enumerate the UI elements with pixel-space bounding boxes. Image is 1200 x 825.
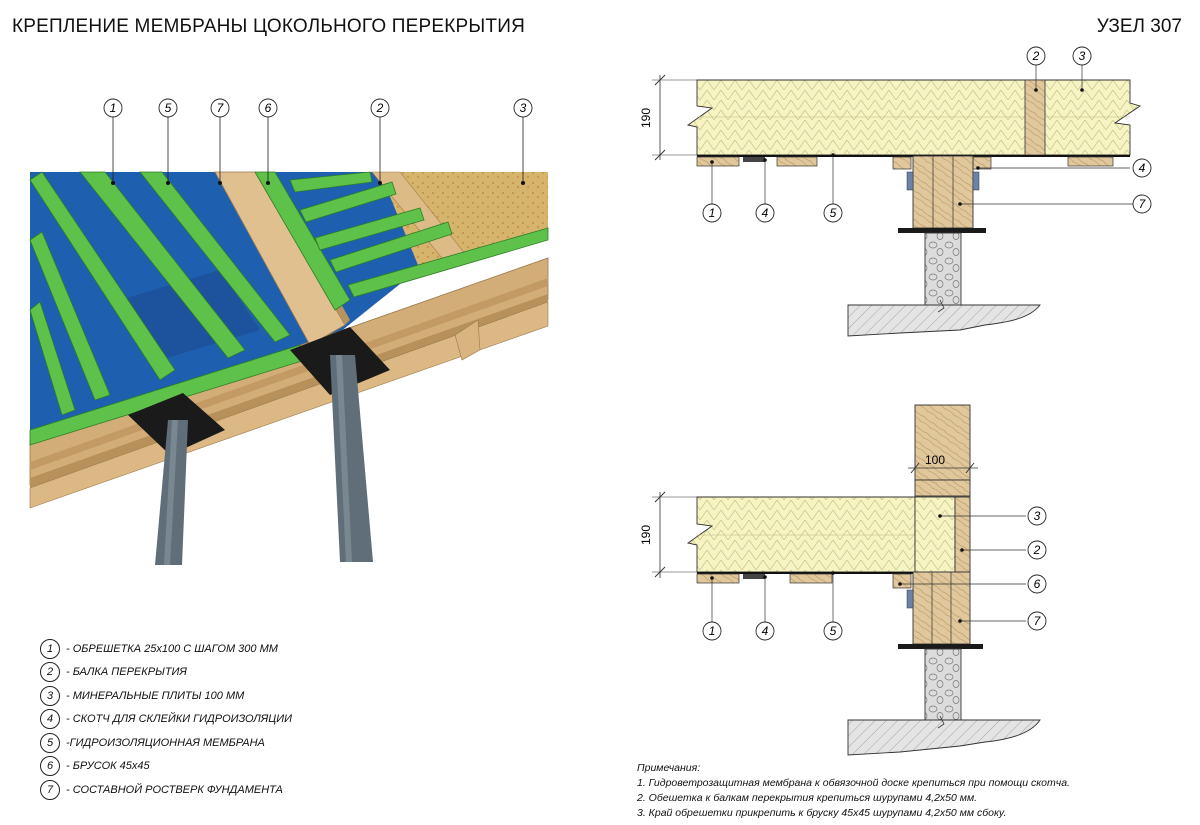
legend-item: 4 - СКОТЧ ДЛЯ СКЛЕЙКИ ГИДРОИЗОЛЯЦИИ xyxy=(40,708,400,732)
legend-item: 6 - БРУСОК 45x45 xyxy=(40,755,400,779)
legend-text: - СКОТЧ ДЛЯ СКЛЕЙКИ ГИДРОИЗОЛЯЦИИ xyxy=(66,713,293,726)
bottom-dimension-190: 190 xyxy=(639,525,653,545)
ground xyxy=(847,304,1041,337)
top-callout-3: 3 xyxy=(1079,49,1086,63)
iso-callout-circles xyxy=(103,98,533,118)
note-item: 3. Край обрешетки прикрепить к бруску 45… xyxy=(637,807,1007,819)
concrete-pile xyxy=(924,232,962,306)
top-callout-4b: 4 xyxy=(762,206,769,220)
iso-callouts xyxy=(112,117,524,183)
screw-piles xyxy=(155,355,373,565)
top-callout-5: 5 xyxy=(830,206,837,220)
iso-callout-5: 5 xyxy=(165,101,172,115)
legend-text: - БАЛКА ПЕРЕКРЫТИЯ xyxy=(66,666,187,679)
legend-number: 7 xyxy=(40,779,60,800)
iso-callout-7: 7 xyxy=(217,101,225,115)
legend-item: 5 -ГИДРОИЗОЛЯЦИОННАЯ МЕМБРАНА xyxy=(40,731,400,755)
legend: 1 - ОБРЕШЕТКА 25x100 С ШАГОМ 300 ММ 2 - Б… xyxy=(40,637,400,802)
legend-number: 6 xyxy=(40,756,60,777)
iso-callout-1: 1 xyxy=(110,101,117,115)
notes-header: Примечания: xyxy=(637,762,701,774)
bottom-callout-2: 2 xyxy=(1033,543,1041,557)
legend-number: 1 xyxy=(40,638,60,659)
legend-number: 4 xyxy=(40,709,60,730)
legend-item: 2 - БАЛКА ПЕРЕКРЫТИЯ xyxy=(40,661,400,685)
section-bottom: 190 100 3 2 6 7 1 4 xyxy=(639,404,1047,756)
bottom-callout-7: 7 xyxy=(1034,614,1042,628)
grillage-section-bottom xyxy=(912,571,971,645)
legend-number: 3 xyxy=(40,685,60,706)
top-callout-2: 2 xyxy=(1032,49,1040,63)
bottom-callout-4: 4 xyxy=(762,624,769,638)
legend-item: 3 - МИНЕРАЛЬНЫЕ ПЛИТЫ 100 ММ xyxy=(40,684,400,708)
legend-text: -ГИДРОИЗОЛЯЦИОННАЯ МЕМБРАНА xyxy=(66,736,265,749)
note-item: 2. Обешетка к балкам перекрытия крепитьс… xyxy=(637,792,978,804)
legend-text: - ОБРЕШЕТКА 25x100 С ШАГОМ 300 ММ xyxy=(66,642,278,655)
legend-text: - МИНЕРАЛЬНЫЕ ПЛИТЫ 100 ММ xyxy=(66,689,245,702)
iso-callout-3: 3 xyxy=(520,101,527,115)
bottom-callout-5: 5 xyxy=(830,624,837,638)
page-title: КРЕПЛЕНИЕ МЕМБРАНЫ ЦОКОЛЬНОГО ПЕРЕКРЫТИЯ xyxy=(12,16,526,37)
legend-text: - СОСТАВНОЙ РОСТВЕРК ФУНДАМЕНТА xyxy=(66,783,283,796)
bottom-callout-3: 3 xyxy=(1034,509,1041,523)
bottom-callout-6: 6 xyxy=(1034,577,1041,591)
wall-post xyxy=(914,404,971,481)
end-block xyxy=(914,496,956,573)
top-callout-4: 4 xyxy=(1139,161,1146,175)
battens xyxy=(29,171,549,446)
note-item: 1. Гидроветрозащитная мембрана к обвязоч… xyxy=(637,777,1070,789)
grillage-section xyxy=(912,155,974,229)
legend-item: 7 - СОСТАВНОЙ РОСТВЕРК ФУНДАМЕНТА xyxy=(40,778,400,802)
notes: Примечания: 1. Гидроветрозащитная мембра… xyxy=(637,761,1177,821)
isometric-view: 1 5 7 6 2 3 xyxy=(29,98,549,565)
legend-item: 1 - ОБРЕШЕТКА 25x100 С ШАГОМ 300 ММ xyxy=(40,637,400,661)
insulation-slab xyxy=(686,79,1142,156)
bottom-callout-1: 1 xyxy=(709,624,716,638)
legend-text: - БРУСОК 45x45 xyxy=(66,760,150,773)
section-top: 190 2 3 4 7 1 4 5 xyxy=(639,46,1152,337)
legend-number: 5 xyxy=(40,732,60,753)
bottom-dimension-100: 100 xyxy=(925,453,945,467)
node-number: УЗЕЛ 307 xyxy=(1096,16,1182,37)
iso-callout-6: 6 xyxy=(265,101,272,115)
top-callout-1: 1 xyxy=(709,206,716,220)
iso-callout-2: 2 xyxy=(376,101,384,115)
ground-bottom xyxy=(847,719,1041,756)
insulation-slab-bottom xyxy=(686,496,916,573)
top-callout-7: 7 xyxy=(1139,197,1147,211)
concrete-pile-bottom xyxy=(924,648,962,723)
top-dimension-190: 190 xyxy=(639,108,653,128)
legend-number: 2 xyxy=(40,662,60,683)
